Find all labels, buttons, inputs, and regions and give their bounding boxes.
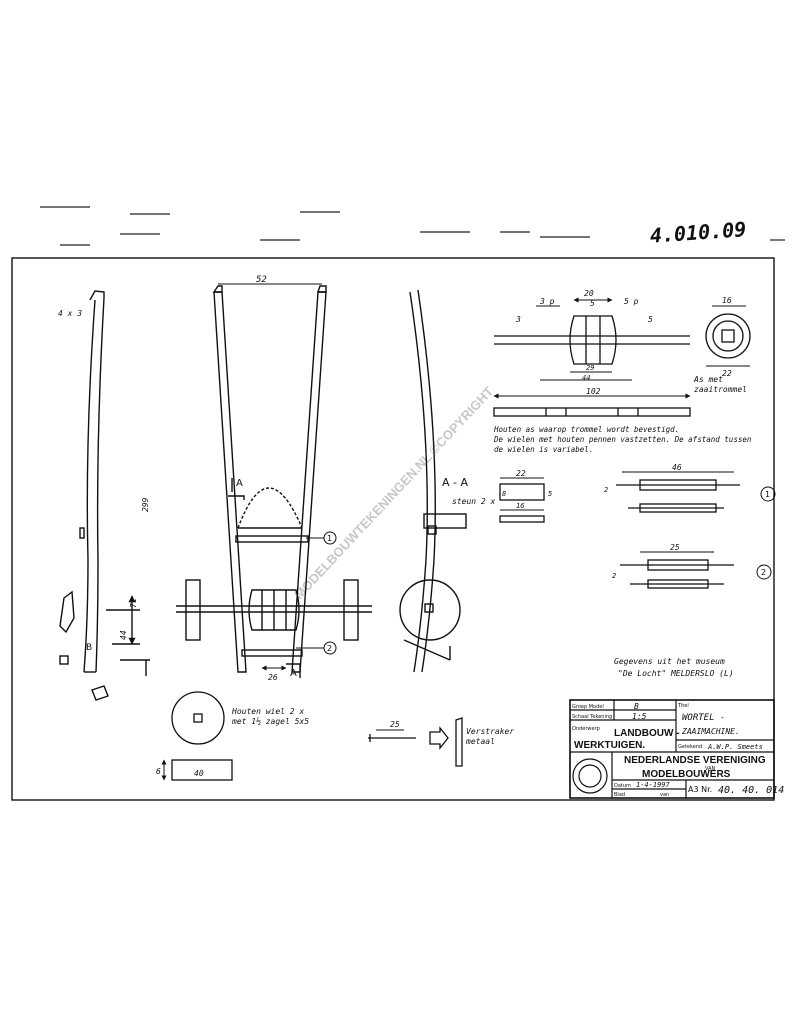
tb-titel-2: ZAAIMACHINE. [681, 727, 740, 736]
verstraker [368, 717, 463, 767]
tb-datum-label: Datum [614, 783, 631, 789]
note-line-1: Houten as waarop trommel wordt bevestigd… [493, 425, 679, 434]
dim-29: 29 [586, 364, 594, 372]
tb-org-van: VAN [705, 766, 716, 772]
dim-71: 71 [129, 598, 138, 608]
zaaitrommel: zaaitrommel [694, 385, 747, 394]
tb-org-2: MODELBOUWERS [642, 769, 731, 780]
dim-5p: 5 p [624, 297, 639, 306]
handwritten-ref: 4.010.09 [649, 217, 747, 248]
dim-part-22: 22 [516, 469, 526, 478]
part-1-circle [760, 486, 776, 502]
museum-line-1: Gegevens uit het museum [614, 657, 725, 666]
tb-datum-value: 1-4-1997 [636, 781, 671, 789]
verstraker-1: Verstraker [466, 727, 514, 736]
part-2-label: 2 [761, 568, 766, 577]
dim-44: 44 [119, 630, 128, 640]
dim-46: 46 [672, 463, 682, 472]
dim-4x3: 4 x 3 [58, 309, 82, 318]
houten-wiel-1: Houten wiel 2 x [231, 707, 304, 716]
dim-22d: 22 [722, 369, 732, 378]
part-1-label: 1 [765, 490, 770, 499]
dim-wheel-w: 40 [194, 769, 204, 778]
dim-wheel-6: 6 [156, 767, 161, 776]
dim-2b: 2 [612, 572, 616, 580]
callout-2: 2 [327, 644, 332, 653]
tb-onderwerp-1: LANDBOUW - [614, 728, 680, 739]
as-met: As met [693, 375, 723, 384]
front-view [176, 283, 372, 678]
dim-16: 16 [722, 296, 732, 305]
tb-onderwerp-label: Onderwerp [572, 726, 600, 732]
dim-part-8: 8 [502, 490, 506, 498]
trim-marks [40, 206, 785, 246]
dim-5: 5 [590, 299, 595, 308]
tb-schaal-value: 1:5 [632, 712, 647, 721]
dim-25: 25 [670, 543, 680, 552]
roller-detail [493, 297, 751, 417]
dim-5b: 5 [648, 315, 653, 324]
watermark: MODELBOUWTEKENINGEN.NL ©COPYRIGHT [291, 384, 496, 602]
tb-blad-label: Blad [614, 792, 625, 798]
steun-part [499, 477, 545, 523]
dim-3p: 3 p [539, 297, 555, 306]
wooden-wheel [161, 691, 233, 781]
callout-1-circle [323, 531, 337, 545]
dim-299: 299 [141, 497, 150, 512]
dim-44r: 44 [582, 374, 590, 382]
dim-part-16: 16 [516, 502, 524, 510]
houten-wiel-2: met 1½ zagel 5x5 [231, 716, 309, 726]
part-2 [620, 551, 734, 589]
section-a-top: A [236, 478, 243, 489]
note-line-3: de wielen is variabel. [494, 445, 593, 454]
verstraker-2: metaal [465, 737, 495, 746]
tb-groep-value: B [634, 702, 639, 711]
dim-102: 102 [586, 387, 601, 396]
dim-part-5: 5 [548, 490, 552, 498]
section-aa-label: A - A [442, 476, 468, 489]
tb-nr-value: 40. 40. 014 [718, 785, 784, 796]
title-block [569, 699, 775, 799]
tb-van-label: van [660, 792, 669, 798]
callout-b: B [86, 643, 92, 653]
tb-titel-1: WORTEL - [682, 713, 725, 723]
tb-schaal-label: Schaal Tekening [572, 714, 612, 720]
dim-52: 52 [256, 275, 267, 285]
drawing-frame [11, 257, 775, 801]
callout-1: 1 [327, 534, 332, 543]
note-line-2: De wielen met houten pennen vastzetten. … [493, 435, 752, 444]
tb-onderwerp-2: WERKTUIGEN. [574, 740, 645, 751]
tb-getekend-value: A.W.P. Smeets [707, 743, 763, 751]
callout-2-circle [323, 641, 337, 655]
part-1 [616, 471, 740, 513]
dim-2a: 2 [604, 486, 608, 494]
tb-groep-label: Groep Model [572, 704, 604, 710]
dim-26: 26 [268, 673, 278, 682]
tb-nr-label: A3 Nr. [688, 785, 712, 794]
museum-line-2: "De Locht" MELDERSLO (L) [618, 669, 734, 678]
side-view [59, 290, 150, 701]
part-2-circle [756, 564, 772, 580]
tb-titel-label: Titel [677, 703, 689, 709]
section-aa-view [399, 289, 467, 673]
dim-20: 20 [584, 289, 594, 298]
tb-org-1: NEDERLANDSE VERENIGING [624, 755, 766, 766]
dim-hub-25: 25 [390, 720, 400, 729]
section-a-bottom: A [290, 668, 297, 679]
steun-label: steun 2 x [452, 497, 496, 506]
tb-getekend-label: Getekend [678, 744, 702, 750]
dim-3: 3 [515, 315, 521, 324]
